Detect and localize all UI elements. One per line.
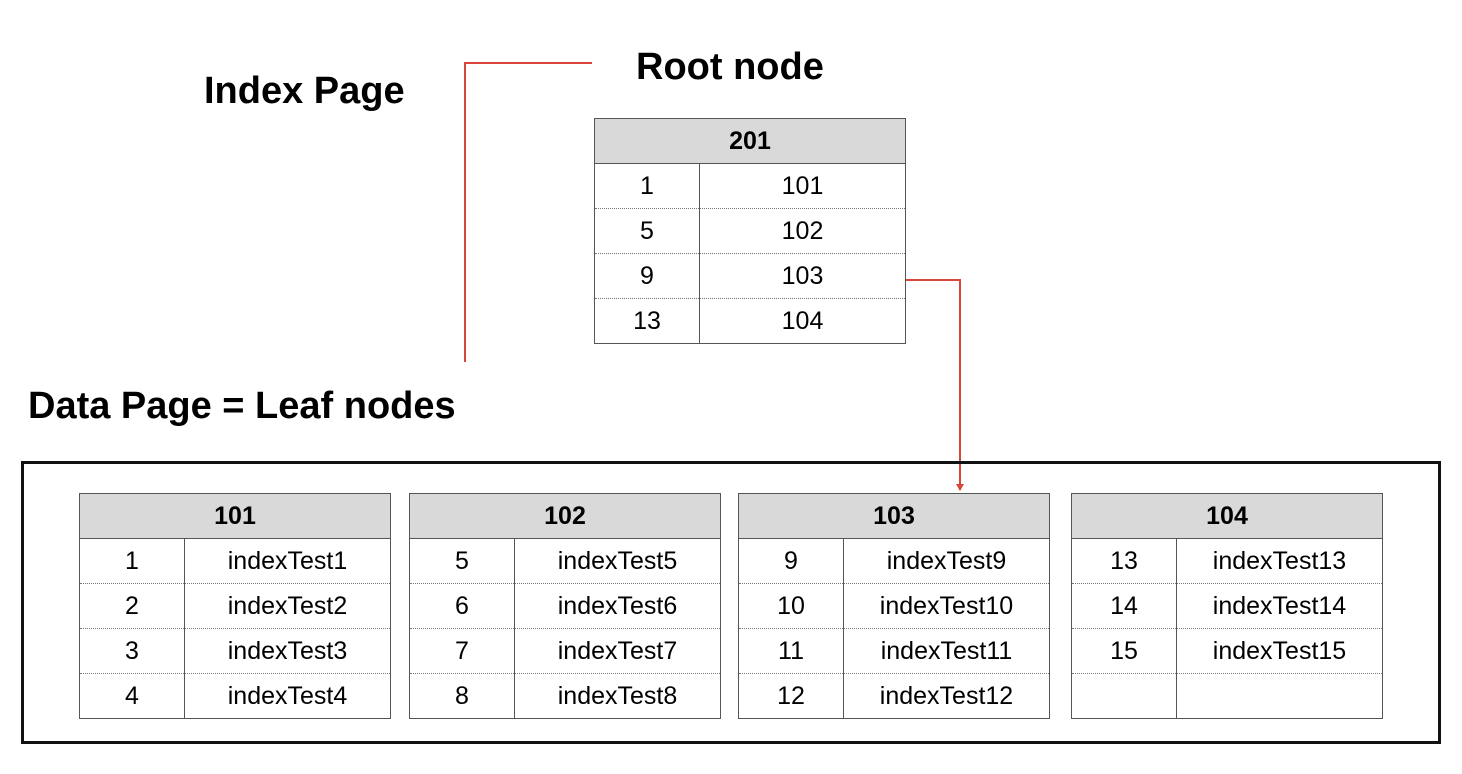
leaf-value-cell: indexTest4 (184, 673, 391, 719)
leaf-node-header: 102 (409, 493, 721, 539)
root-pointer-cell: 101 (699, 163, 906, 209)
leaf-value-cell: indexTest7 (514, 628, 721, 674)
leaf-key-cell: 10 (738, 583, 844, 629)
leaf-value-cell: indexTest11 (843, 628, 1050, 674)
leaf-key-cell: 9 (738, 538, 844, 584)
leaf-key-cell: 3 (79, 628, 185, 674)
root-pointer-cell: 104 (699, 298, 906, 344)
root-key-cell: 13 (594, 298, 700, 344)
leaf-value-cell: indexTest9 (843, 538, 1050, 584)
leaf-value-cell: indexTest14 (1176, 583, 1383, 629)
leaf-key-cell: 6 (409, 583, 515, 629)
leaf-value-cell: indexTest2 (184, 583, 391, 629)
table-row (1071, 673, 1383, 719)
leaf-key-cell: 13 (1071, 538, 1177, 584)
table-row: 5 102 (594, 208, 906, 254)
table-row: 1 101 (594, 163, 906, 209)
leaf-value-cell: indexTest6 (514, 583, 721, 629)
leaf-nodes-container (21, 461, 1441, 744)
root-node-label: Root node (636, 46, 824, 88)
leaf-key-cell: 15 (1071, 628, 1177, 674)
leaf-key-cell: 11 (738, 628, 844, 674)
leaf-key-cell (1071, 673, 1177, 719)
root-key-cell: 5 (594, 208, 700, 254)
leaf-value-cell: indexTest8 (514, 673, 721, 719)
root-key-cell: 9 (594, 253, 700, 299)
pointer-arrow-103 (906, 279, 964, 491)
root-node-header: 201 (594, 118, 906, 164)
leaf-node-header: 101 (79, 493, 391, 539)
leaf-key-cell: 12 (738, 673, 844, 719)
index-page-label: Index Page (204, 70, 405, 112)
index-page-bracket-line (464, 62, 592, 362)
leaf-key-cell: 2 (79, 583, 185, 629)
leaf-key-cell: 8 (409, 673, 515, 719)
leaf-key-cell: 1 (79, 538, 185, 584)
leaf-value-cell (1176, 673, 1383, 719)
leaf-value-cell: indexTest10 (843, 583, 1050, 629)
leaf-value-cell: indexTest13 (1176, 538, 1383, 584)
leaf-value-cell: indexTest15 (1176, 628, 1383, 674)
leaf-value-cell: indexTest5 (514, 538, 721, 584)
leaf-node-header: 103 (738, 493, 1050, 539)
data-page-label: Data Page = Leaf nodes (28, 385, 456, 427)
leaf-node-header: 104 (1071, 493, 1383, 539)
leaf-value-cell: indexTest3 (184, 628, 391, 674)
table-row: 9 103 (594, 253, 906, 299)
table-row: 13 104 (594, 298, 906, 344)
leaf-value-cell: indexTest12 (843, 673, 1050, 719)
leaf-key-cell: 5 (409, 538, 515, 584)
leaf-value-cell: indexTest1 (184, 538, 391, 584)
root-pointer-cell: 102 (699, 208, 906, 254)
leaf-key-cell: 4 (79, 673, 185, 719)
root-key-cell: 1 (594, 163, 700, 209)
root-pointer-cell: 103 (699, 253, 906, 299)
leaf-key-cell: 7 (409, 628, 515, 674)
root-node-table: 201 1 101 5 102 9 103 13 104 (594, 118, 906, 344)
leaf-key-cell: 14 (1071, 583, 1177, 629)
